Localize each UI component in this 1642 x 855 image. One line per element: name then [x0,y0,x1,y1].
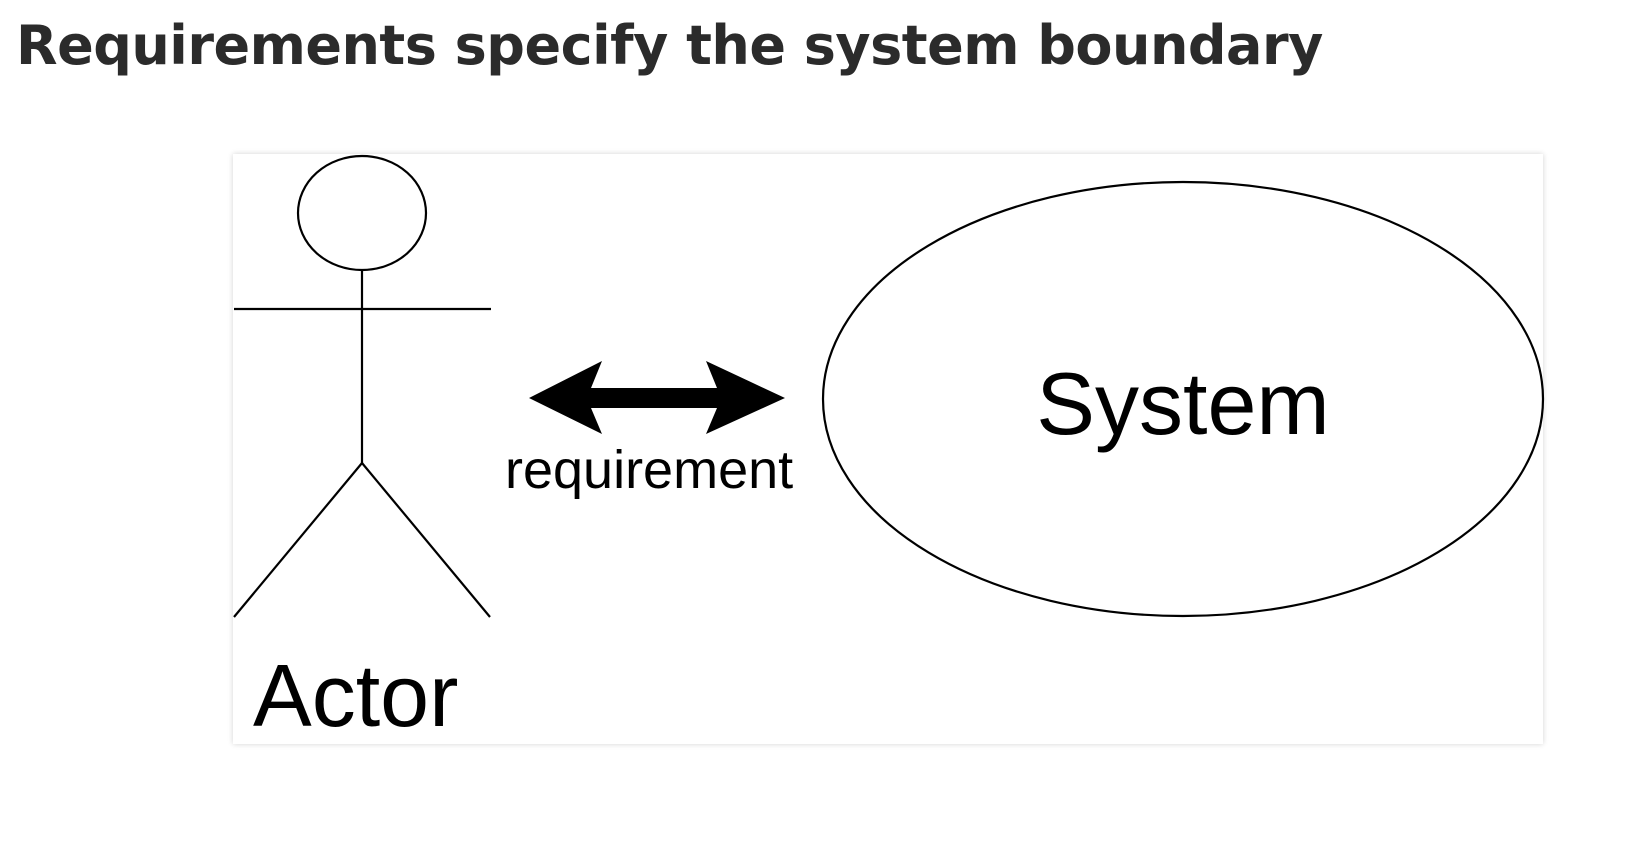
actor-right-leg [361,462,491,618]
requirement-label: requirement [505,440,793,500]
double-headed-arrow-icon [529,361,785,434]
actor-left-leg [233,462,363,618]
slide-title: Requirements specify the system boundary [16,14,1323,77]
diagram-panel [233,154,1543,744]
system-ellipse [821,180,1545,618]
stick-figure-icon [233,154,491,618]
system-label: System [1036,354,1329,453]
actor-label: Actor [253,646,458,745]
